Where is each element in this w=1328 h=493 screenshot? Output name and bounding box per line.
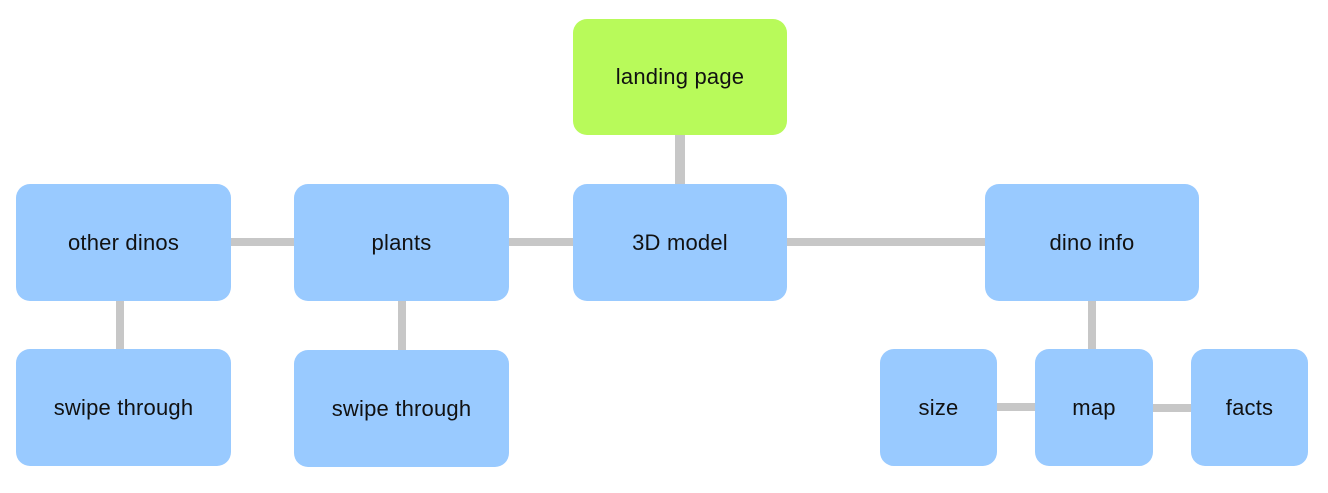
edge-size-to-map [996, 403, 1036, 411]
node-plants: plants [294, 184, 509, 301]
edge-other-dinos-to-swipe-through [116, 300, 124, 350]
edge-map-to-facts [1152, 404, 1192, 412]
edge-plants-to-3d-model [508, 238, 574, 246]
node-swipe-through-dinos: swipe through [16, 349, 231, 466]
edge-3d-model-to-dino-info [786, 238, 986, 246]
edge-dino-info-to-map [1088, 300, 1096, 350]
node-other-dinos: other dinos [16, 184, 231, 301]
node-size: size [880, 349, 997, 466]
node-swipe-through-plants: swipe through [294, 350, 509, 467]
edge-other-dinos-to-plants [230, 238, 296, 246]
node-dino-info: dino info [985, 184, 1199, 301]
node-3d-model: 3D model [573, 184, 787, 301]
edge-plants-to-swipe-through [398, 300, 406, 351]
node-landing-page: landing page [573, 19, 787, 135]
edge-landing-to-3d-model [675, 135, 685, 185]
node-map: map [1035, 349, 1153, 466]
node-facts: facts [1191, 349, 1308, 466]
